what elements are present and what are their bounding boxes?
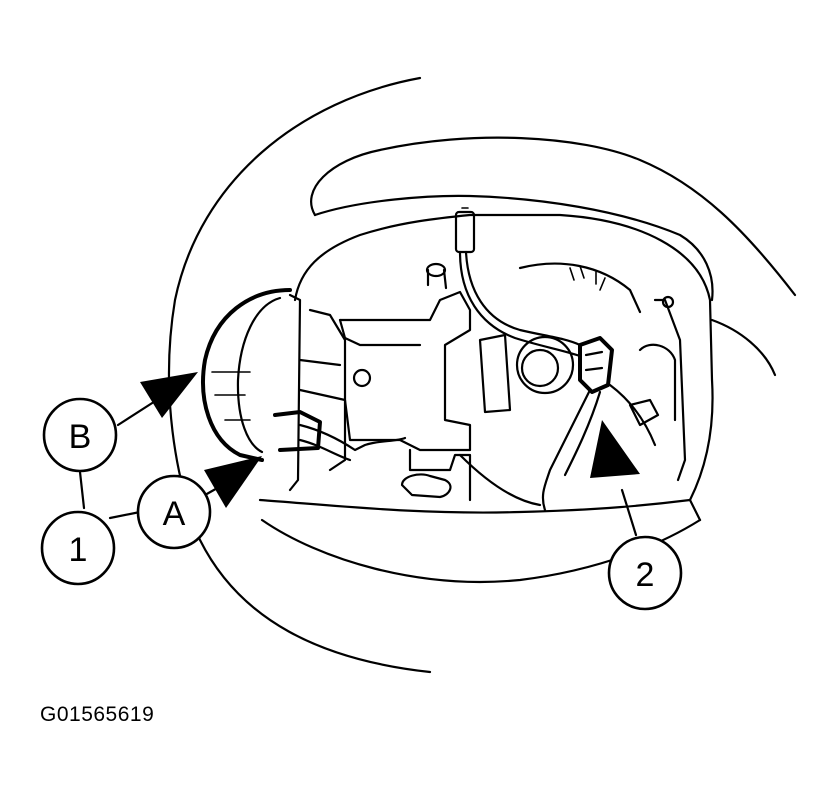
lower-peg <box>400 473 452 499</box>
callout-2-label: 2 <box>636 556 655 594</box>
body-right-edge <box>710 318 777 377</box>
right-frame <box>653 298 687 482</box>
callout-2-circle <box>607 535 683 611</box>
right-frame-bolt <box>661 295 675 309</box>
wire-down-right-2 <box>563 390 602 477</box>
right-tab-arc <box>518 262 642 314</box>
lens-ring <box>201 288 292 462</box>
figure-id-label: G01565619 <box>40 703 155 726</box>
callout-a-label: A <box>163 495 186 533</box>
mount-plate-edge <box>298 318 422 367</box>
assembly-body <box>293 213 714 522</box>
left-lower-wire-2 <box>298 438 352 462</box>
center-pillar <box>478 333 512 414</box>
top-peg <box>425 262 447 278</box>
arrow-2-shaft <box>620 488 638 537</box>
wire-upper-2 <box>458 250 582 358</box>
leader-1-to-a <box>108 510 142 520</box>
right-frame-inner <box>638 343 677 422</box>
housing-outer-arc <box>167 76 432 674</box>
body-lower-edge <box>258 498 692 514</box>
upper-connector <box>454 210 476 254</box>
top-peg-body <box>426 268 448 290</box>
right-connector-detail <box>584 350 604 372</box>
leader-1-to-b <box>78 470 86 510</box>
left-bracket <box>288 293 302 492</box>
center-socket-outer <box>515 335 575 395</box>
center-socket-inner <box>520 348 560 388</box>
left-lower-wire <box>298 423 407 452</box>
left-lower-connector <box>273 410 322 452</box>
lens-inner <box>236 296 282 454</box>
arrow-a-head <box>204 456 262 508</box>
right-connector-block <box>578 336 614 394</box>
arrow-2-head <box>590 420 640 478</box>
arrow-b-head <box>140 372 198 418</box>
wire-down-right <box>541 388 592 512</box>
callout-b-circle <box>42 397 118 473</box>
mount-hole <box>352 368 372 388</box>
top-cover-arc <box>310 136 797 297</box>
left-bracket-inner <box>308 308 347 472</box>
lower-wire-loop <box>458 453 542 507</box>
wire-upper <box>464 250 582 347</box>
top-cover-inner <box>313 194 714 302</box>
lens-hatch <box>211 371 251 421</box>
mount-plate <box>298 290 472 452</box>
right-terminal <box>628 398 660 427</box>
callout-a-circle <box>136 474 212 550</box>
wire-to-right <box>608 383 657 447</box>
right-tab-hatch <box>569 265 606 291</box>
callout-1-circle <box>40 510 116 586</box>
lower-bracket <box>408 448 472 502</box>
callout-b-label: B <box>69 418 92 456</box>
callout-1-label: 1 <box>69 531 88 569</box>
